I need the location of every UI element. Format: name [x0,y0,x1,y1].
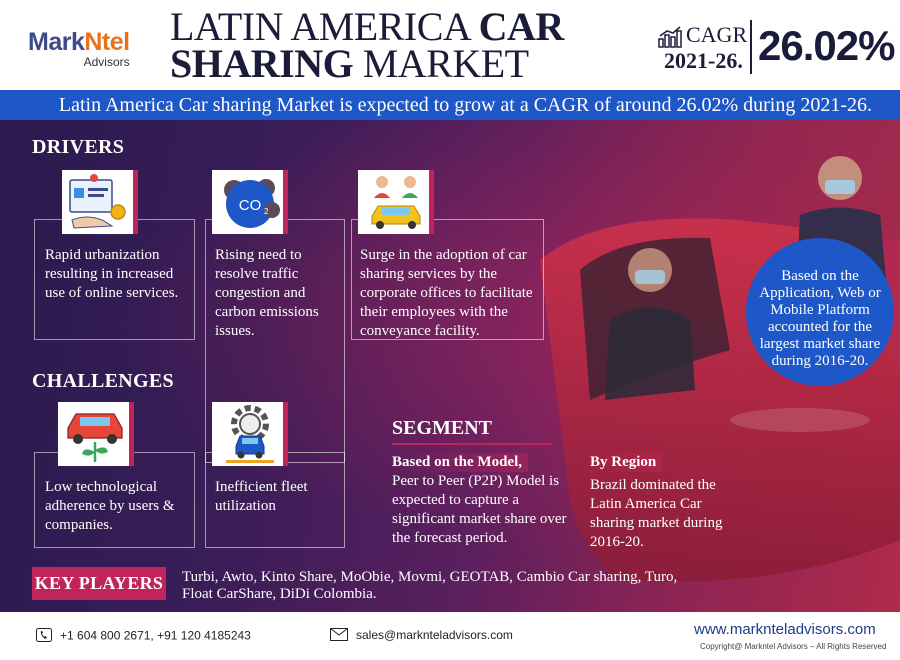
email-icon [330,628,348,644]
cagr-label: CAGR [686,22,748,47]
challenge-text-1: Low technological adherence by users & c… [45,479,175,533]
svg-text:2: 2 [264,207,269,216]
segment-title: SEGMENT [392,417,493,439]
key-players-label: KEY PLAYERS [32,567,166,600]
driver-text-3: Surge in the adoption of car sharing ser… [360,247,533,339]
segment-region: By Region Brazil dominated the Latin Ame… [590,453,740,552]
challenge-text-2: Inefficient fleet utilization [215,479,308,514]
segment-region-heading: By Region [590,453,663,472]
car-plant-icon [58,402,134,466]
page-title: LATIN AMERICA CAR SHARING MARKET [170,4,564,86]
growth-banner: Latin America Car sharing Market is expe… [0,90,900,120]
cagr-badge: CAGR 2021-26. 26.02% [652,18,895,76]
logo[interactable]: MarkNtel Advisors [28,28,130,69]
cagr-years: 2021-26. [664,48,743,73]
footer: +1 604 800 2671, +91 120 4185243 sales@m… [0,612,900,660]
application-share-callout: Based on the Application, Web or Mobile … [746,238,894,386]
segment-model-text: Peer to Peer (P2P) Model is expected to … [392,473,567,546]
co2-icon: CO 2 [212,170,288,234]
drivers-title: DRIVERS [32,136,125,158]
driver-text-2: Rising need to resolve traffic congestio… [215,247,319,339]
phone-icon [36,628,52,645]
bar-chart-icon [658,26,682,48]
fleet-gear-icon [212,402,288,466]
cagr-divider [750,20,752,74]
key-players-list: Turbi, Awto, Kinto Share, MoObie, Movmi,… [182,569,678,602]
footer-email: sales@marknteladvisors.com [330,628,513,644]
main-panel: DRIVERS Rapid urbanization resulting in … [0,120,900,612]
driver-card-3 [351,219,544,340]
footer-website-link[interactable]: www.marknteladvisors.com [694,621,876,638]
footer-phone: +1 604 800 2671, +91 120 4185243 [36,628,251,645]
svg-text:CO: CO [239,197,262,214]
segment-model-heading: Based on the Model, [392,453,529,472]
challenges-title: CHALLENGES [32,370,174,392]
logo-subtitle: Advisors [83,55,130,69]
segment-region-text: Brazil dominated the Latin America Car s… [590,477,723,550]
segment-model: Based on the Model, Peer to Peer (P2P) M… [392,453,572,548]
footer-copyright: Copyright@ Markntel Advisors – All Right… [700,642,887,651]
cagr-value: 26.02% [758,22,895,69]
car-sharing-people-icon [358,170,434,234]
online-services-icon [62,170,138,234]
segment-underline [392,443,552,445]
header: MarkNtel Advisors LATIN AMERICA CAR SHAR… [0,0,900,90]
driver-text-1: Rapid urbanization resulting in increase… [45,247,179,301]
logo-wordmark: MarkNtel [28,28,130,56]
